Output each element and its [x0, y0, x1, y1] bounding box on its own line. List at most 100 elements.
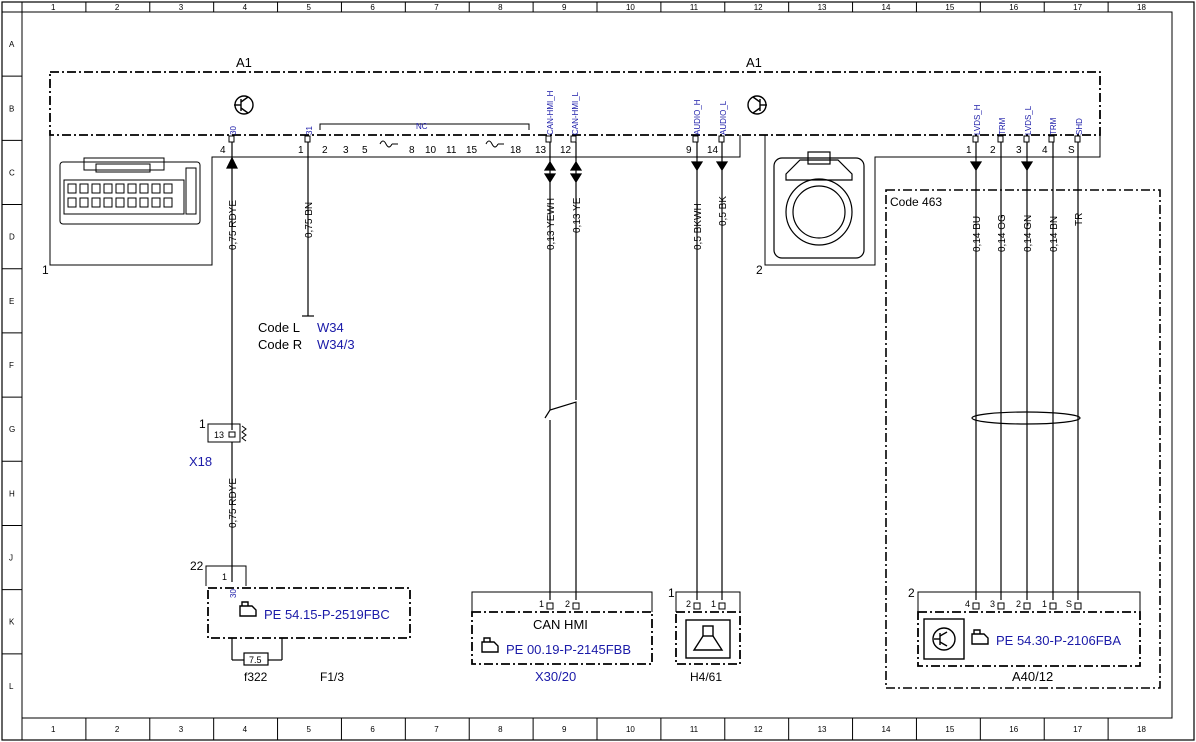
- x18-pin: 13: [214, 430, 224, 440]
- connector1-picture: [59, 157, 201, 225]
- grid-column-label: 18: [1137, 3, 1146, 12]
- grid-column-label: 18: [1137, 725, 1146, 734]
- pin-number: 9: [686, 145, 692, 156]
- pin-signal: TRM: [998, 117, 1007, 135]
- speaker-icon: [685, 619, 731, 659]
- grid-column-label: 8: [498, 725, 503, 734]
- grid-row-label: A: [9, 40, 15, 49]
- pin-cavity: [91, 197, 101, 208]
- code-463-label: Code 463: [890, 195, 942, 209]
- wire-label: 0,75 BN: [304, 202, 315, 238]
- pin-number: 18: [510, 145, 522, 156]
- grid-column-label: 15: [945, 3, 954, 12]
- pin-signal: CAN-HMI_L: [571, 91, 580, 135]
- pin-number: 3: [1016, 145, 1022, 156]
- pin-cavity: [67, 197, 77, 208]
- grid-column-label: 2: [115, 3, 120, 12]
- x30-20-pin: 1: [539, 599, 544, 609]
- pin-group-left: 4 30 1 31 2 3 5 8 10 11 15 18 13 CAN-HMI…: [220, 90, 728, 156]
- grid-column-label: 8: [498, 3, 503, 12]
- w34-link[interactable]: W34: [317, 320, 344, 335]
- a40-12-pin: 3: [990, 599, 995, 609]
- grid-column-label: 1: [51, 725, 56, 734]
- pin-signal: LVDS_L: [1024, 105, 1033, 135]
- module-a1: A1 A1 1 2: [42, 55, 1101, 277]
- nc-bracket: NC: [319, 122, 530, 131]
- grid-column-label: 10: [626, 725, 635, 734]
- grid-column-label: 17: [1073, 3, 1082, 12]
- pin-number: 1: [298, 145, 304, 156]
- a40-12-pin: 4: [965, 599, 970, 609]
- module-label-right: A1: [746, 55, 762, 70]
- unused-pin-symbol: [485, 140, 504, 148]
- f1-3-name: F1/3: [320, 670, 344, 684]
- h4-61-name: H4/61: [690, 670, 722, 684]
- wires: [226, 142, 1081, 600]
- wire-label: 0,14 GN: [1023, 215, 1034, 252]
- pin-cavity: [163, 183, 173, 194]
- camera-icon: [923, 618, 965, 660]
- hand-pointer-icon: [239, 601, 257, 617]
- pin-signal: 30: [229, 126, 238, 135]
- grid-column-label: 15: [945, 725, 954, 734]
- grid-row-label: F: [9, 361, 14, 370]
- grid-column-label: 5: [307, 3, 312, 12]
- wire-label: 0,13 YE: [572, 197, 583, 233]
- grid-column-label: 16: [1009, 3, 1018, 12]
- pin-signal: AUDIO_L: [719, 100, 728, 135]
- h4-61-pin: 1: [711, 599, 716, 609]
- grid-column-label: 14: [882, 3, 891, 12]
- a40-12-pin: 2: [1016, 599, 1021, 609]
- wire-label: 0,14 BU: [972, 216, 983, 252]
- f1-3-pin-signal: 30: [229, 589, 238, 598]
- pin-signal: SHD: [1075, 118, 1084, 135]
- pin-cavity: [67, 183, 77, 194]
- x18-name[interactable]: X18: [189, 454, 212, 469]
- pin-number: 5: [362, 145, 368, 156]
- hand-pointer-icon: [971, 629, 989, 645]
- pin-cavity: [79, 183, 89, 194]
- pin-number: 8: [409, 145, 415, 156]
- grid-column-label: 16: [1009, 725, 1018, 734]
- f1-3-doc-link[interactable]: PE 54.15-P-2519FBC: [264, 607, 390, 622]
- pin-number: 10: [425, 145, 437, 156]
- grid-row-label: L: [9, 682, 14, 691]
- a40-12-doc-link[interactable]: PE 54.30-P-2106FBA: [996, 633, 1121, 648]
- code-r-label: Code R: [258, 337, 302, 352]
- wire-label: 0,13 YEWH: [546, 198, 557, 250]
- x30-20-doc-link[interactable]: PE 00.19-P-2145FBB: [506, 642, 631, 657]
- a40-12-conn-ref: 2: [908, 586, 915, 600]
- ground-references: Code L W34 Code R W34/3: [258, 320, 355, 352]
- grid-row-label: K: [9, 618, 15, 627]
- pin-number: S: [1068, 145, 1075, 156]
- connector1-ref: 1: [42, 263, 49, 277]
- pin-cavity: [115, 197, 125, 208]
- h4-61-pin: 2: [686, 599, 691, 609]
- grid-column-label: 13: [818, 3, 827, 12]
- w34-3-link[interactable]: W34/3: [317, 337, 355, 352]
- grid-column-label: 5: [307, 725, 312, 734]
- h4-61-speaker: 1 2 1 H4/61: [668, 586, 741, 684]
- nc-label: NC: [416, 122, 428, 131]
- pin-number: 15: [466, 145, 478, 156]
- grid-column-label: 14: [882, 725, 891, 734]
- f1-3-pin: 1: [222, 572, 227, 582]
- transistor-icon: [234, 95, 254, 115]
- grid-column-label: 4: [243, 3, 248, 12]
- pin-contacts: [228, 135, 1081, 143]
- pin-number: 2: [990, 145, 996, 156]
- x30-20-name[interactable]: X30/20: [535, 669, 576, 684]
- pin-signal: 31: [305, 126, 314, 135]
- pin-cavity: [139, 197, 149, 208]
- wire-label: TR: [1074, 213, 1085, 226]
- fuse-name: f322: [244, 670, 268, 684]
- pin-signal: CAN-HMI_H: [546, 90, 555, 135]
- f1-3-fuse-box: 22 1 30 PE 54.15-P-2519FBC 7.5 f322 F1/3: [190, 559, 411, 684]
- h4-61-ref: 1: [668, 586, 675, 600]
- code-l-label: Code L: [258, 320, 300, 335]
- x30-20-label: CAN HMI: [533, 617, 588, 632]
- x30-20-connector: 1 2 CAN HMI PE 00.19-P-2145FBB X30/20: [471, 591, 653, 684]
- grid-row-label: D: [9, 233, 15, 242]
